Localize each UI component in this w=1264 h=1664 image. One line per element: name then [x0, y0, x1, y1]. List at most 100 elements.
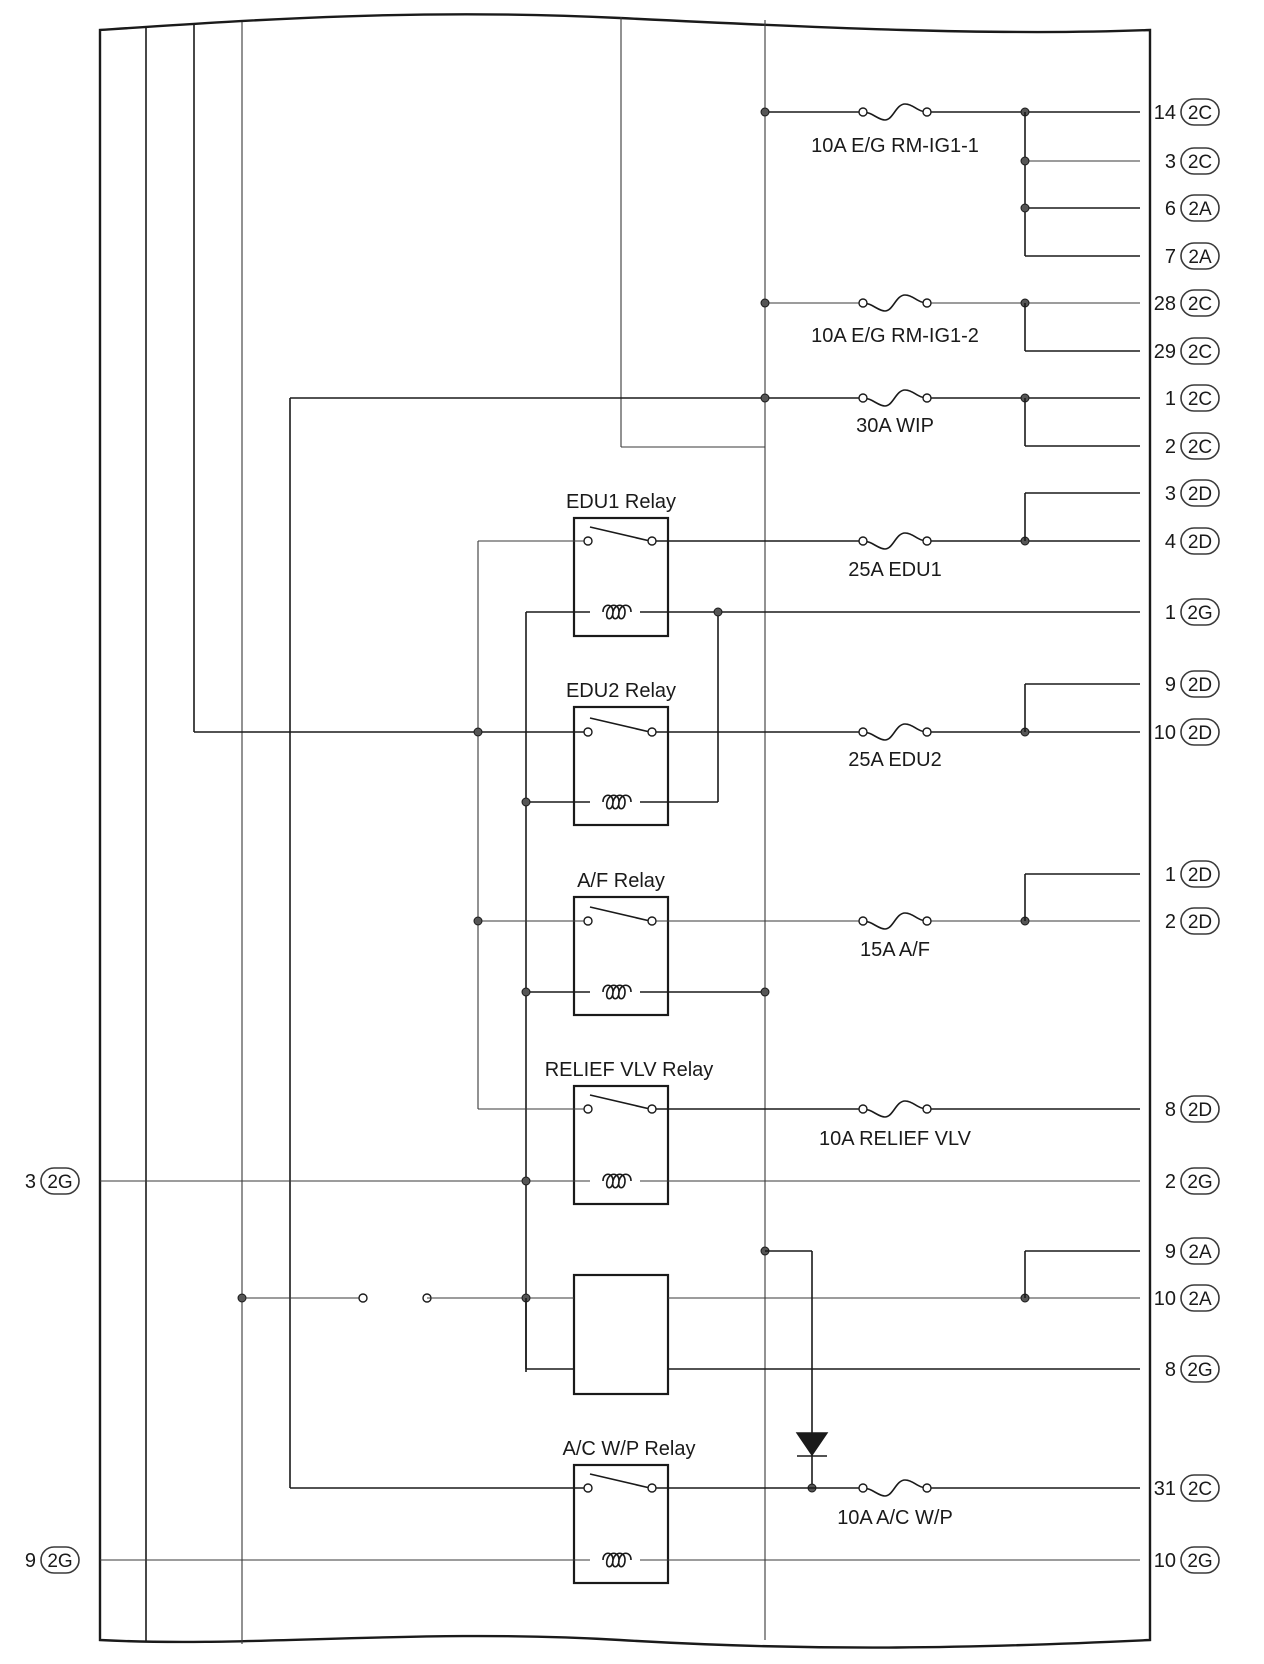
terminal: 2 2D	[1165, 907, 1220, 935]
relay-label: A/F Relay	[577, 870, 665, 892]
terminal: 4 2D	[1165, 527, 1220, 555]
terminal: 6 2A	[1165, 194, 1220, 222]
fuse-label: 10A E/G RM-IG1-1	[811, 135, 979, 157]
fuse-symbol-7	[862, 1100, 928, 1118]
svg-text:2: 2	[1165, 436, 1176, 458]
terminal: 9 2A	[1165, 1237, 1220, 1265]
terminal: 10 2G	[1154, 1546, 1220, 1574]
svg-text:2D: 2D	[1188, 912, 1212, 933]
fuse-label: 10A E/G RM-IG1-2	[811, 325, 979, 347]
terminal: 1 2D	[1165, 860, 1220, 888]
terminal: 3 2D	[1165, 479, 1220, 507]
relay-label: A/C W/P Relay	[563, 1438, 696, 1460]
terminal: 2 2G	[1165, 1167, 1220, 1195]
svg-text:2D: 2D	[1188, 865, 1212, 886]
terminal: 2 2C	[1165, 432, 1220, 460]
svg-text:7: 7	[1165, 246, 1176, 268]
terminal: 1 2G	[1165, 598, 1220, 626]
fuse-label: 10A RELIEF VLV	[819, 1128, 972, 1150]
svg-text:2D: 2D	[1188, 723, 1212, 744]
terminal: 31 2C	[1154, 1474, 1220, 1502]
fuse-symbol-4	[862, 532, 928, 550]
svg-text:6: 6	[1165, 198, 1176, 220]
svg-text:9: 9	[1165, 674, 1176, 696]
relay-coil-2	[602, 794, 632, 810]
fuse-symbol-8	[862, 1479, 928, 1497]
fuse-symbol-6	[862, 912, 928, 930]
terminal: 10 2A	[1154, 1284, 1220, 1312]
svg-text:2C: 2C	[1188, 437, 1212, 458]
svg-text:9: 9	[1165, 1241, 1176, 1263]
svg-text:2C: 2C	[1188, 389, 1212, 410]
svg-text:2G: 2G	[1187, 1172, 1212, 1193]
svg-text:2C: 2C	[1188, 1479, 1212, 1500]
svg-text:2G: 2G	[1187, 1360, 1212, 1381]
svg-text:2D: 2D	[1188, 532, 1212, 553]
relay-box-6	[572, 1463, 670, 1585]
terminal: 3 2C	[1165, 147, 1220, 175]
relay-box-2	[572, 705, 670, 827]
terminal: 10 2D	[1154, 718, 1220, 746]
svg-text:3: 3	[25, 1171, 36, 1193]
terminal: 8 2D	[1165, 1095, 1220, 1123]
svg-text:29: 29	[1154, 341, 1176, 363]
svg-text:4: 4	[1165, 531, 1176, 553]
svg-text:1: 1	[1165, 602, 1176, 624]
terminal: 29 2C	[1154, 337, 1220, 365]
svg-text:2D: 2D	[1188, 484, 1212, 505]
svg-text:14: 14	[1154, 102, 1176, 124]
fuse-label: 30A WIP	[856, 415, 934, 437]
fuse-symbol-5	[862, 723, 928, 741]
svg-text:2C: 2C	[1188, 152, 1212, 173]
junction-block-outline	[98, 13, 1152, 1649]
svg-text:2D: 2D	[1188, 1100, 1212, 1121]
svg-text:9: 9	[25, 1550, 36, 1572]
svg-text:2: 2	[1165, 1171, 1176, 1193]
svg-text:2C: 2C	[1188, 103, 1212, 124]
fuse-symbol-3	[862, 389, 928, 407]
svg-text:28: 28	[1154, 293, 1176, 315]
terminal: 9 2D	[1165, 670, 1220, 698]
svg-text:2A: 2A	[1188, 199, 1212, 220]
svg-text:2G: 2G	[1187, 603, 1212, 624]
terminal: 9 2G	[25, 1546, 80, 1574]
relay-coil-6	[602, 1552, 632, 1568]
terminal: 3 2G	[25, 1167, 80, 1195]
svg-text:8: 8	[1165, 1099, 1176, 1121]
relay-label: EDU1 Relay	[566, 491, 676, 513]
svg-text:3: 3	[1165, 151, 1176, 173]
svg-text:31: 31	[1154, 1478, 1176, 1500]
svg-text:10: 10	[1154, 1288, 1176, 1310]
relay-coil-4	[602, 1173, 632, 1189]
svg-text:10: 10	[1154, 1550, 1176, 1572]
svg-text:2D: 2D	[1188, 675, 1212, 696]
svg-text:8: 8	[1165, 1359, 1176, 1381]
terminal: 28 2C	[1154, 289, 1220, 317]
svg-text:3: 3	[1165, 483, 1176, 505]
terminal: 14 2C	[1154, 98, 1220, 126]
relay-coil-1	[602, 604, 632, 620]
svg-text:2A: 2A	[1188, 1289, 1212, 1310]
fuse-label: 25A EDU1	[848, 559, 941, 581]
svg-text:2: 2	[1165, 911, 1176, 933]
relay-box-5	[572, 1273, 670, 1396]
fuse-label: 15A A/F	[860, 939, 930, 961]
svg-text:1: 1	[1165, 388, 1176, 410]
fuse-label: 10A A/C W/P	[837, 1507, 953, 1529]
svg-text:10: 10	[1154, 722, 1176, 744]
relay-label: EDU2 Relay	[566, 680, 676, 702]
fuse-label: 25A EDU2	[848, 749, 941, 771]
diode-icon	[795, 1432, 829, 1457]
terminal: 7 2A	[1165, 242, 1220, 270]
fuse-symbol-2	[862, 294, 928, 312]
terminal: 8 2G	[1165, 1355, 1220, 1383]
relay-coil-3	[602, 984, 632, 1000]
svg-text:2A: 2A	[1188, 247, 1212, 268]
svg-text:2A: 2A	[1188, 1242, 1212, 1263]
svg-text:2G: 2G	[1187, 1551, 1212, 1572]
fuse-symbol-1	[862, 103, 928, 121]
svg-text:2G: 2G	[47, 1551, 72, 1572]
relay-box-4	[572, 1084, 670, 1206]
svg-text:1: 1	[1165, 864, 1176, 886]
